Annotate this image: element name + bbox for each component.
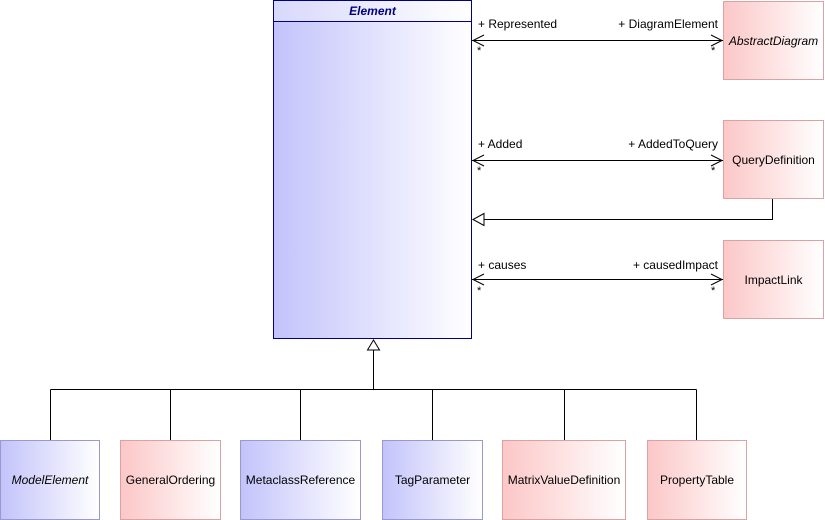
generalization-tree-arrow: [366, 339, 381, 351]
arrowhead-represented-target: [710, 34, 724, 47]
class-matrix-value-definition[interactable]: MatrixValueDefinition: [502, 440, 626, 520]
role-diagram-element: + DiagramElement: [618, 17, 718, 31]
class-abstract-diagram[interactable]: AbstractDiagram: [723, 1, 824, 80]
generalization-querydefinition-line: [484, 199, 773, 220]
class-general-ordering[interactable]: GeneralOrdering: [120, 440, 221, 520]
role-causes: + causes: [478, 258, 527, 272]
role-represented: + Represented: [478, 17, 558, 31]
arrowhead-causes-source: [471, 273, 485, 286]
mult-added-target: *: [711, 165, 716, 177]
arrowhead-represented-source: [471, 34, 485, 47]
mult-causes-target: *: [711, 285, 716, 297]
role-added-to-query: + AddedToQuery: [628, 137, 718, 151]
role-added: + Added: [478, 137, 523, 151]
class-property-table[interactable]: PropertyTable: [647, 440, 747, 520]
role-caused-impact: + causedImpact: [632, 258, 718, 272]
class-metaclass-reference[interactable]: MetaclassReference: [240, 440, 361, 520]
class-element-title: Element: [274, 1, 471, 22]
class-tag-parameter[interactable]: TagParameter: [382, 440, 483, 520]
class-query-definition[interactable]: QueryDefinition: [723, 120, 824, 199]
mult-represented-source: *: [477, 45, 482, 57]
mult-represented-target: *: [711, 45, 716, 57]
arrowhead-causes-target: [710, 273, 724, 286]
arrowhead-added-source: [471, 154, 485, 167]
mult-causes-source: *: [477, 285, 482, 297]
class-impact-link[interactable]: ImpactLink: [723, 240, 824, 319]
class-element[interactable]: Element: [273, 0, 472, 339]
class-model-element[interactable]: ModelElement: [0, 440, 100, 520]
mult-added-source: *: [477, 165, 482, 177]
arrowhead-added-target: [710, 154, 724, 167]
generalization-querydefinition-arrow: [471, 212, 485, 227]
